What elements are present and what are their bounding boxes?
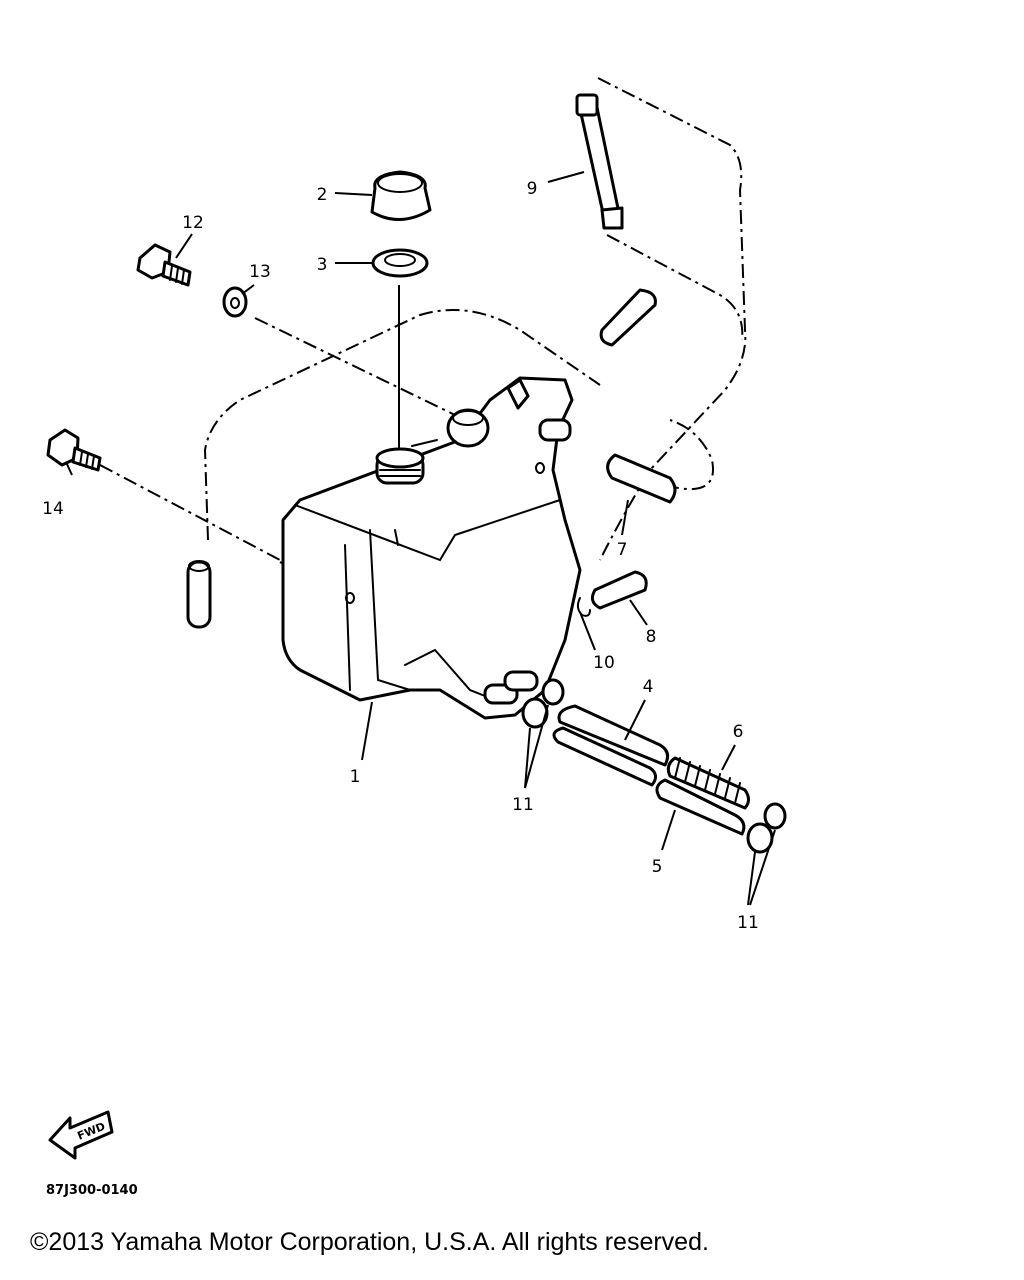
hose-clamps-right	[746, 802, 787, 854]
callout-7: 7	[617, 540, 628, 560]
filler-cap	[370, 170, 432, 222]
callout-2: 2	[317, 185, 328, 205]
callout-13: 13	[249, 262, 271, 282]
bolt-12	[136, 243, 192, 287]
callout-leaders	[65, 171, 776, 906]
callout-12: 12	[182, 213, 204, 233]
callout-4: 4	[643, 677, 654, 697]
spring	[666, 756, 750, 810]
hose-4	[552, 704, 670, 787]
callout-9: 9	[527, 179, 538, 199]
washer-13	[222, 286, 248, 318]
copyright-notice: ©2013 Yamaha Motor Corporation, U.S.A. A…	[30, 1228, 709, 1256]
left-hose	[186, 560, 212, 629]
bolt-14	[46, 428, 102, 472]
hose-5	[655, 778, 746, 836]
callout-6: 6	[733, 722, 744, 742]
callout-5: 5	[652, 857, 663, 877]
callout-10: 10	[593, 653, 615, 673]
hose-8	[590, 570, 648, 610]
hose-9	[575, 93, 624, 230]
part-code: 87J300-0140	[46, 1183, 138, 1198]
fwd-arrow-icon: FWD	[48, 1110, 114, 1160]
callout-3: 3	[317, 255, 328, 275]
callout-1: 1	[350, 767, 361, 787]
hose-7	[606, 453, 677, 504]
callout-numbers: 1 2 3 4 5 6 7 8 9 10 11 11 12 13 14	[42, 179, 759, 933]
hose-clamps-left	[521, 678, 565, 729]
upper-hose	[599, 288, 657, 347]
callout-11-right: 11	[737, 913, 759, 933]
cap-gasket	[371, 248, 429, 278]
callout-14: 14	[42, 499, 64, 519]
callout-11-left: 11	[512, 795, 534, 815]
oil-tank	[281, 376, 582, 720]
callout-8: 8	[646, 627, 657, 647]
